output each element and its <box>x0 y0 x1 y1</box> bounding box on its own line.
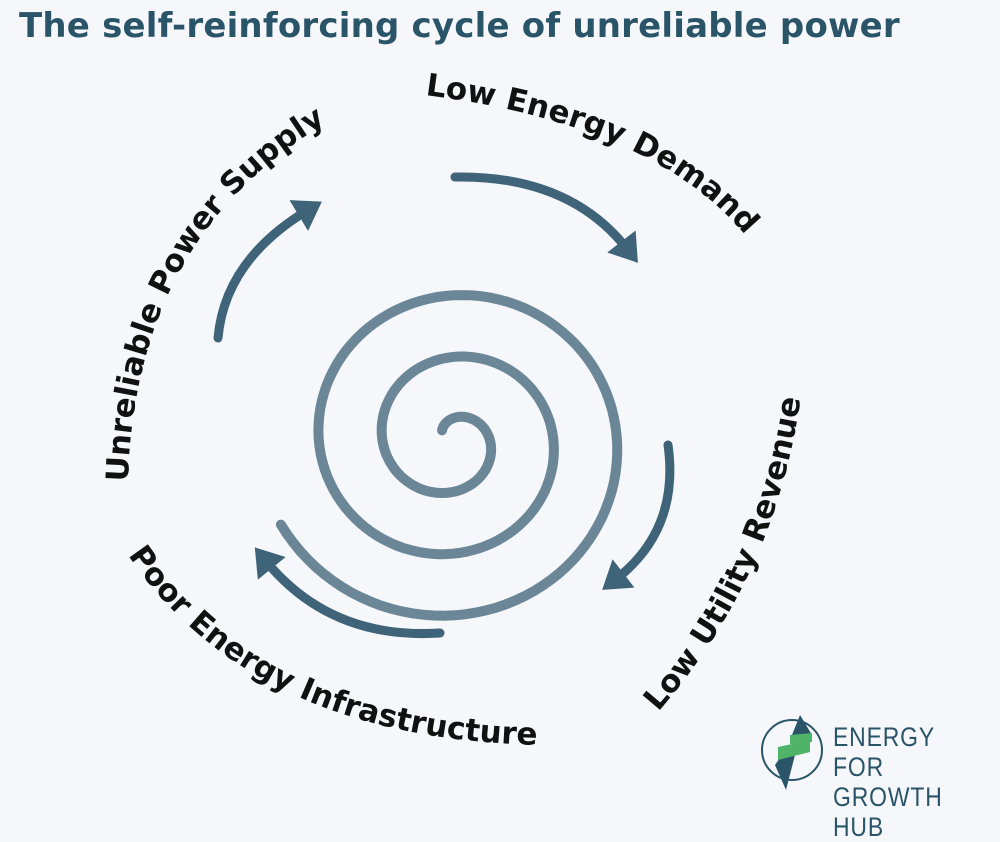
cycle-diagram: Unreliable Power Supply Low Energy Deman… <box>100 67 823 790</box>
cycle-arrow-4 <box>254 547 445 639</box>
logo-mark <box>761 715 823 790</box>
stage-label-low-utility-revenue: Low Utility Revenue <box>637 394 809 717</box>
stage-label-unreliable-power-supply: Unreliable Power Supply <box>100 99 330 482</box>
cycle-arrow-3 <box>602 440 675 590</box>
cycle-arrow-1 <box>213 200 322 343</box>
spiral-graphic <box>275 290 623 621</box>
logo-text: ENERGY FOR GROWTH HUB <box>833 722 975 842</box>
logo-line-1: ENERGY FOR <box>833 722 935 782</box>
page-title: The self-reinforcing cycle of unreliable… <box>19 6 900 46</box>
cycle-arrow-2 <box>450 172 638 263</box>
logo-line-2: GROWTH HUB <box>833 782 943 842</box>
stage-label-poor-energy-infrastructure: Poor Energy Infrastructure <box>121 539 538 753</box>
